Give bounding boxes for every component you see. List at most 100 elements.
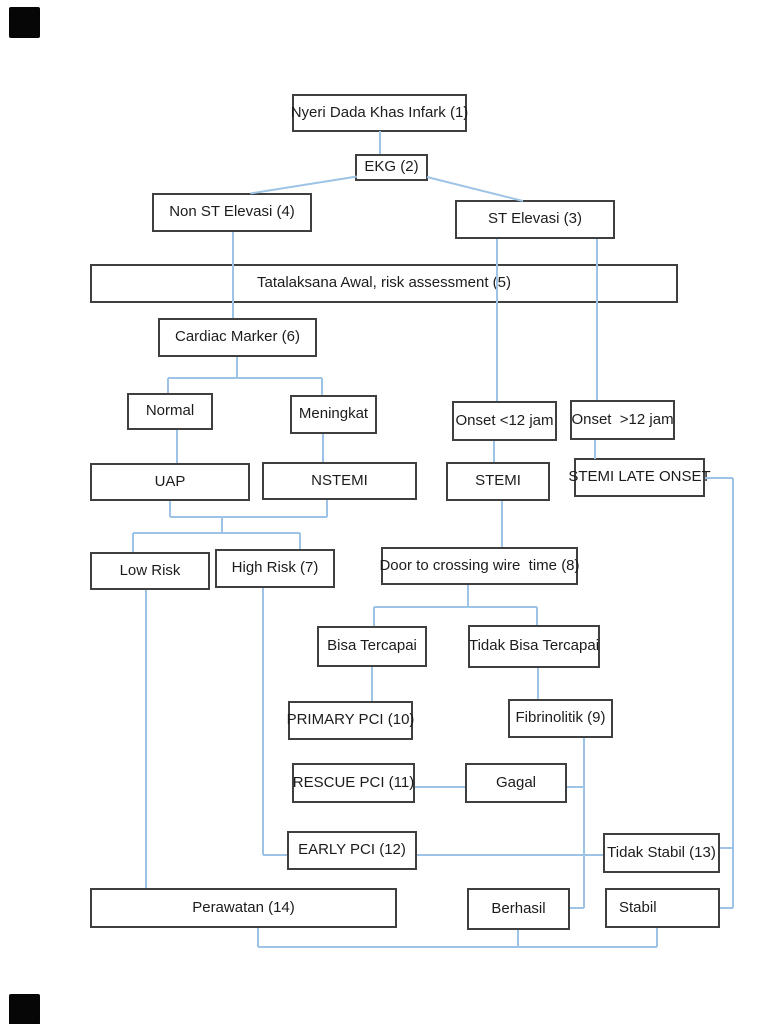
connector-line <box>493 441 495 462</box>
flow-node-nyeri-dada: Nyeri Dada Khas Infark (1) <box>291 94 468 132</box>
connector-line <box>720 847 733 849</box>
connector-line <box>720 907 733 909</box>
flow-node-label: Non ST Elevasi (4) <box>169 203 295 221</box>
flow-node-label: Gagal <box>495 773 537 791</box>
connector-line <box>374 606 537 608</box>
connector-line <box>258 946 657 948</box>
flow-node-tatalaksana: Tatalaksana Awal, risk assessment (5) <box>90 264 678 303</box>
connector-line <box>705 477 733 479</box>
flow-node-label: Fibrinolitik (9) <box>515 709 606 727</box>
flow-node-label: NSTEMI <box>311 471 368 489</box>
connector-line <box>257 928 259 947</box>
flow-node-label: UAP <box>154 472 186 490</box>
connector-line <box>299 533 301 549</box>
flow-node-label: Onset <12 jam <box>455 411 554 429</box>
flow-node-high-risk: High Risk (7) <box>215 549 335 588</box>
flow-node-non-st-elevasi: Non ST Elevasi (4) <box>152 193 312 232</box>
connector-line <box>263 854 287 856</box>
flow-node-label: Nyeri Dada Khas Infark (1) <box>290 103 469 121</box>
connector-line <box>415 786 465 788</box>
flow-node-label: EARLY PCI (12) <box>298 841 406 859</box>
page-corner-mark-top <box>9 7 40 38</box>
flow-node-tidak-bisa: Tidak Bisa Tercapai <box>468 625 600 668</box>
flow-node-meningkat: Meningkat <box>290 395 377 434</box>
connector-line <box>517 930 519 947</box>
connector-line <box>426 176 524 202</box>
flow-node-label: Normal <box>145 402 195 420</box>
flow-node-label: Door to crossing wire time (8) <box>379 556 580 574</box>
flow-node-ekg: EKG (2) <box>355 154 428 181</box>
flow-node-nstemi: NSTEMI <box>262 462 417 500</box>
connector-line <box>176 430 178 463</box>
flow-node-label: Low Risk <box>119 561 181 579</box>
flow-node-label: STEMI LATE ONSET <box>568 468 711 486</box>
flow-node-normal: Normal <box>127 393 213 430</box>
connector-line <box>169 501 171 517</box>
flow-node-label: Cardiac Marker (6) <box>174 328 301 346</box>
page-corner-mark-bottom <box>9 994 40 1024</box>
flow-node-primary-pci: PRIMARY PCI (10) <box>287 701 414 740</box>
flow-node-label: Onset >12 jam <box>571 410 674 428</box>
flow-node-stabil: Stabil <box>605 888 720 928</box>
connector-line <box>379 131 381 154</box>
connector-line <box>501 501 503 547</box>
flow-node-stemi-late-onset: STEMI LATE ONSET <box>568 458 711 497</box>
connector-line <box>371 667 373 701</box>
flow-node-rescue-pci: RESCUE PCI (11) <box>292 763 415 803</box>
connector-line <box>537 668 539 699</box>
flow-node-door-to-wire: Door to crossing wire time (8) <box>379 547 580 585</box>
flow-node-label: STEMI <box>475 472 521 490</box>
connector-line <box>732 478 734 908</box>
flow-node-uap: UAP <box>90 463 250 501</box>
connector-line <box>168 377 322 379</box>
connector-line <box>656 928 658 947</box>
flow-node-early-pci: EARLY PCI (12) <box>287 831 417 870</box>
flow-node-gagal: Gagal <box>465 763 567 803</box>
connector-line <box>536 607 538 625</box>
connector-line <box>236 357 238 378</box>
flow-node-cardiac-marker: Cardiac Marker (6) <box>158 318 317 357</box>
connector-line <box>232 232 234 318</box>
connector-line <box>496 239 498 401</box>
flow-node-onset-lt-12: Onset <12 jam <box>452 401 557 441</box>
flow-node-label: Bisa Tercapai <box>327 637 417 655</box>
flow-node-label: EKG (2) <box>364 158 419 176</box>
flow-node-berhasil: Berhasil <box>467 888 570 930</box>
flow-node-label: Tidak Stabil (13) <box>607 843 716 861</box>
flow-node-label: RESCUE PCI (11) <box>292 773 415 791</box>
flow-node-onset-gt-12: Onset >12 jam <box>570 400 675 440</box>
flow-node-fibrinolitik: Fibrinolitik (9) <box>508 699 613 738</box>
connector-line <box>326 500 328 517</box>
connector-line <box>262 588 264 855</box>
connector-line <box>249 176 358 195</box>
connector-line <box>170 516 327 518</box>
flow-node-perawatan: Perawatan (14) <box>90 888 397 928</box>
connector-line <box>132 533 134 552</box>
flow-node-stemi: STEMI <box>446 462 550 501</box>
connector-line <box>221 517 223 533</box>
connector-line <box>567 786 584 788</box>
flow-node-low-risk: Low Risk <box>90 552 210 590</box>
flow-node-label: Meningkat <box>298 405 369 423</box>
flow-node-label: Stabil <box>619 898 657 916</box>
connector-line <box>594 440 596 459</box>
flow-node-bisa-tercapai: Bisa Tercapai <box>317 626 427 667</box>
connector-line <box>322 434 324 462</box>
connector-line <box>145 590 147 888</box>
flow-node-label: PRIMARY PCI (10) <box>286 711 415 729</box>
connector-line <box>321 378 323 395</box>
connector-line <box>417 854 603 856</box>
connector-line <box>596 239 598 400</box>
connector-line <box>583 738 585 908</box>
connector-line <box>373 607 375 626</box>
flow-node-st-elevasi: ST Elevasi (3) <box>455 200 615 239</box>
connector-line <box>167 378 169 393</box>
flow-node-label: ST Elevasi (3) <box>488 210 582 228</box>
flow-node-label: High Risk (7) <box>231 559 319 577</box>
flow-node-label: Berhasil <box>491 899 546 917</box>
flow-node-tidak-stabil: Tidak Stabil (13) <box>603 833 720 873</box>
connector-line <box>467 585 469 607</box>
flow-node-label: Perawatan (14) <box>192 898 295 916</box>
flow-node-label: Tidak Bisa Tercapai <box>468 637 600 655</box>
